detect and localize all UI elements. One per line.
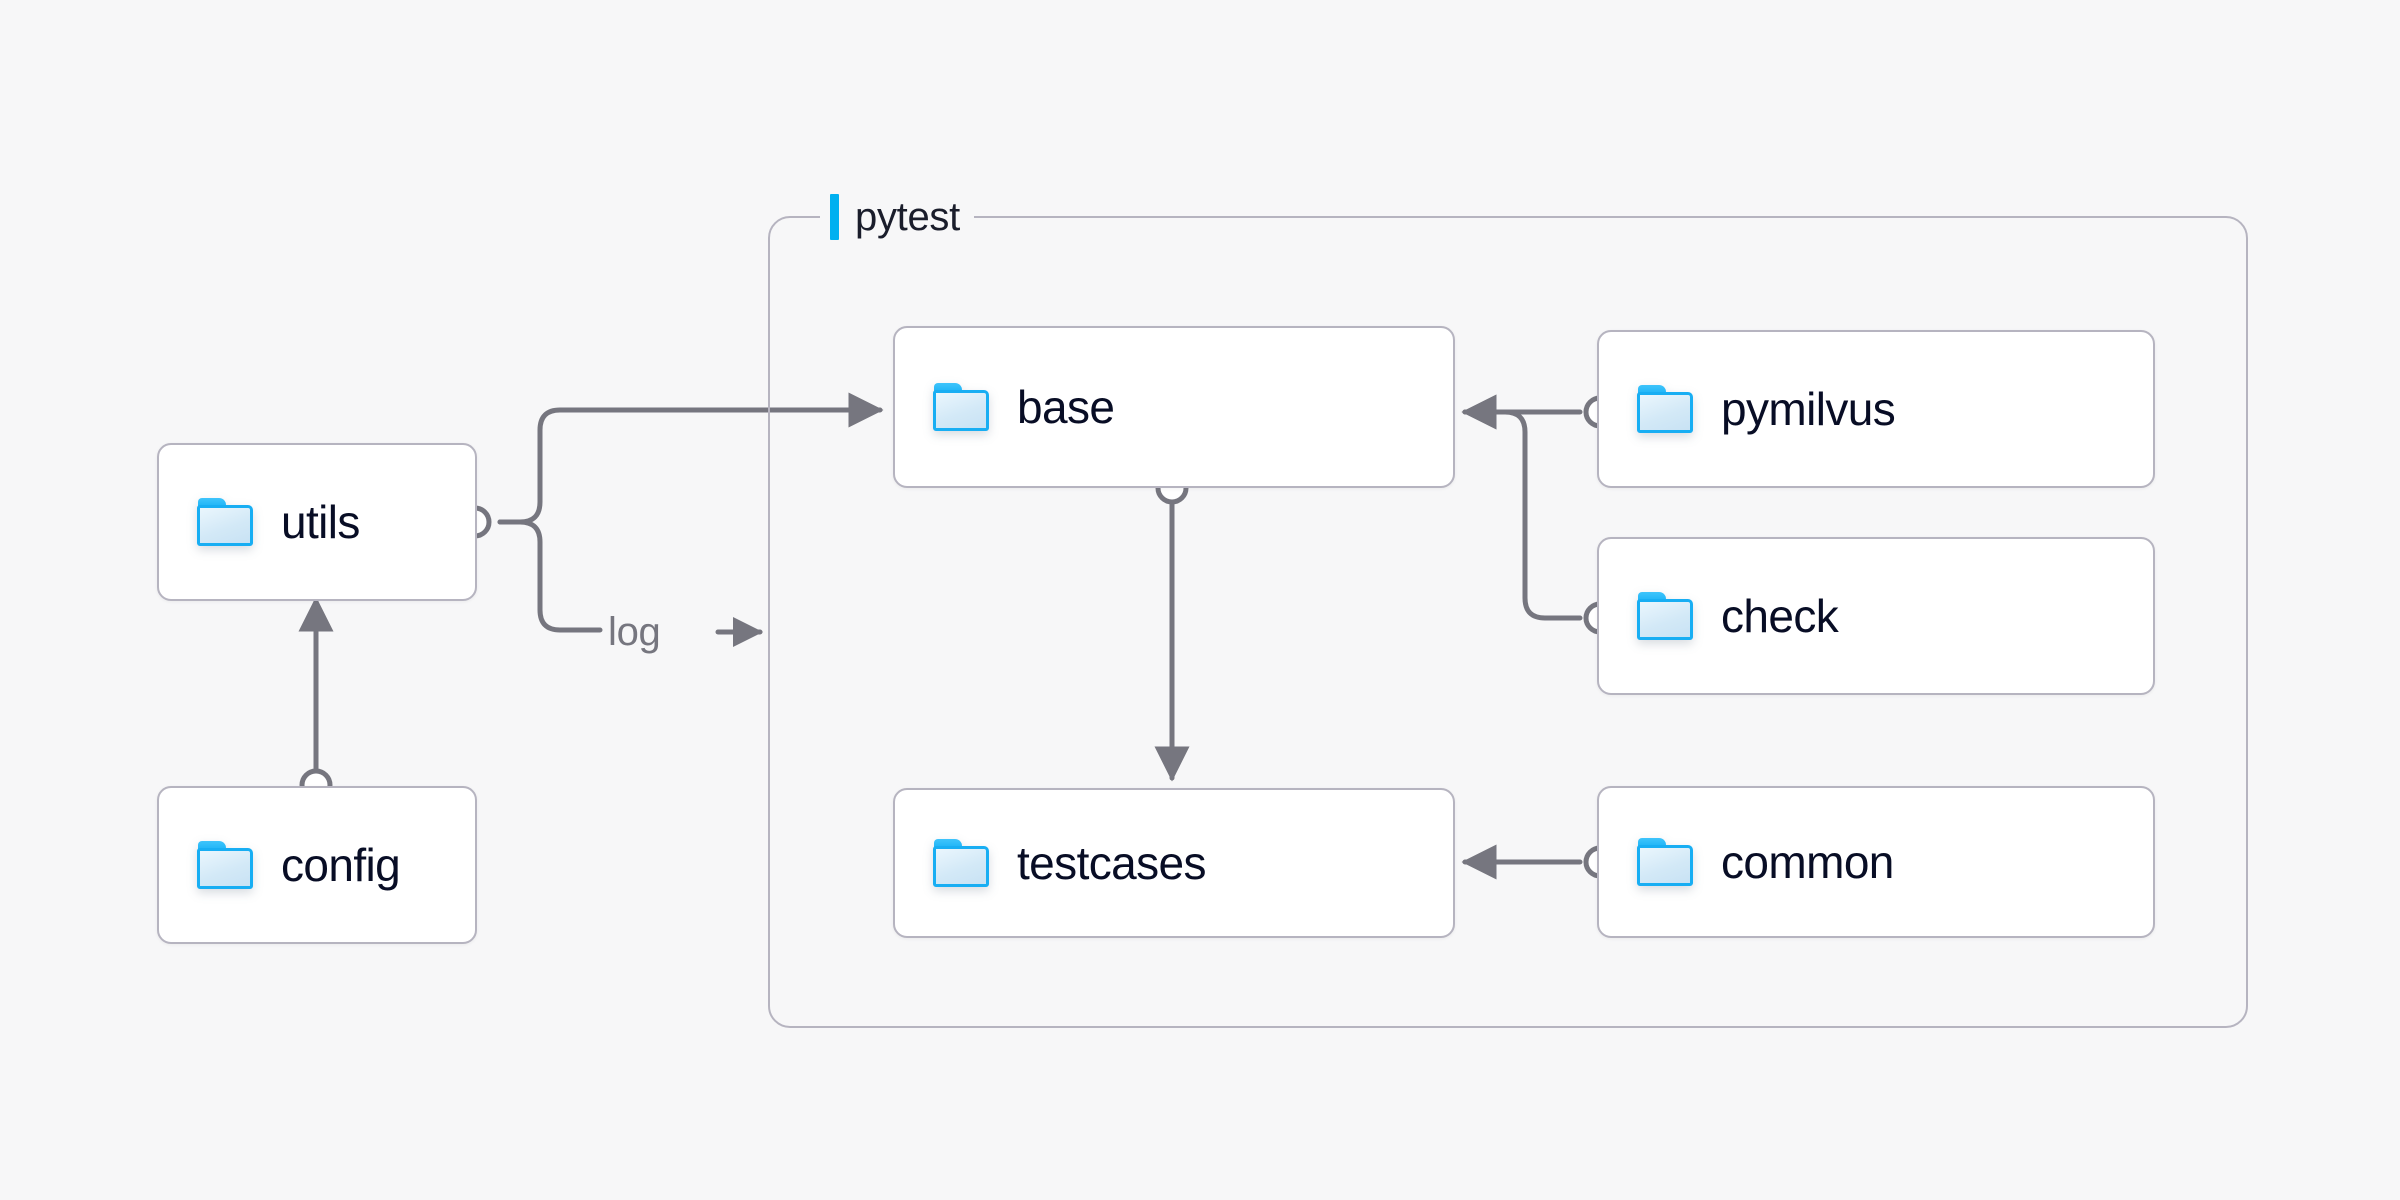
folder-icon	[933, 839, 989, 887]
group-pytest	[768, 216, 2248, 1028]
node-config[interactable]: config	[157, 786, 477, 944]
folder-icon	[933, 383, 989, 431]
folder-icon	[197, 498, 253, 546]
node-pymilvus[interactable]: pymilvus	[1597, 330, 2155, 488]
node-testcases[interactable]: testcases	[893, 788, 1455, 938]
folder-icon	[1637, 592, 1693, 640]
node-label-common: common	[1721, 836, 1894, 888]
node-label-base: base	[1017, 381, 1115, 433]
node-check[interactable]: check	[1597, 537, 2155, 695]
node-label-pymilvus: pymilvus	[1721, 383, 1896, 435]
edge-utils-to-log	[497, 519, 603, 633]
node-base[interactable]: base	[893, 326, 1455, 488]
node-label-testcases: testcases	[1017, 837, 1207, 889]
group-title: pytest	[855, 195, 960, 239]
node-utils[interactable]: utils	[157, 443, 477, 601]
folder-icon	[197, 841, 253, 889]
node-label-utils: utils	[281, 496, 360, 548]
folder-icon	[1637, 385, 1693, 433]
group-accent-bar	[830, 194, 839, 240]
node-label-check: check	[1721, 590, 1839, 642]
node-common[interactable]: common	[1597, 786, 2155, 938]
edge-label-log: log	[608, 610, 661, 654]
group-pytest-label: pytest	[820, 194, 974, 240]
node-label-config: config	[281, 839, 401, 891]
folder-icon	[1637, 838, 1693, 886]
